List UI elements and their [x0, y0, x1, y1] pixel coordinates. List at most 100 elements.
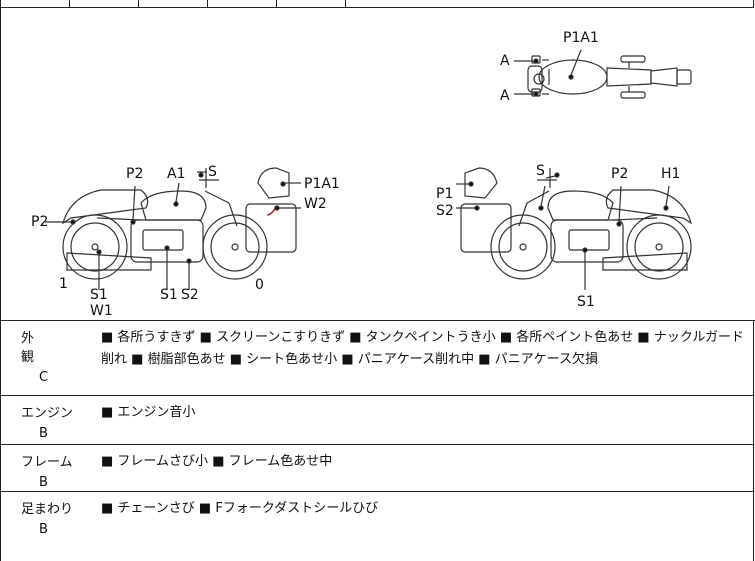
damage-marker	[663, 205, 669, 211]
damage-marker	[554, 172, 560, 178]
table-row-exterior: 外 観 C ■ 各所うすきず ■ スクリーンこすりきず ■ タンクペイントうき小…	[0, 321, 754, 396]
bullet-marker: ■	[212, 454, 229, 469]
label-h1: H1	[661, 166, 680, 182]
label-p1a1-left: P1A1	[304, 176, 340, 192]
label-s1-mid: S1	[160, 287, 178, 303]
table-cell	[753, 0, 754, 7]
label-s-top-right: S	[536, 163, 545, 179]
damage-marker	[468, 181, 474, 187]
category-grade: C	[39, 370, 49, 385]
condition-item: パニアケース削れ中	[357, 352, 475, 367]
condition-notes: ■ エンジン音小	[101, 402, 751, 424]
label-s1-left: S1	[90, 287, 108, 303]
category-grade: B	[39, 475, 48, 490]
category-name: エンジン	[21, 406, 74, 421]
damage-marker	[70, 219, 76, 225]
bullet-marker: ■	[101, 501, 118, 516]
category-grade: B	[39, 522, 48, 537]
table-cell	[138, 0, 139, 7]
table-cell	[276, 0, 277, 7]
condition-notes: ■ チェーンさび ■ Fフォークダストシールひび	[101, 498, 751, 520]
category-grade: B	[39, 426, 48, 441]
label-p2-front: P2	[31, 214, 48, 230]
condition-item: タンクペイントうき小	[365, 330, 496, 345]
condition-item: 各所ペイント色あせ	[516, 330, 634, 345]
bullet-marker: ■	[499, 330, 517, 345]
label-a-lower: A	[500, 88, 510, 104]
damage-marker	[164, 245, 170, 251]
label-s-top-left: S	[208, 164, 217, 180]
condition-notes: ■ フレームさび小 ■ フレーム色あせ中	[101, 451, 751, 473]
label-w2: W2	[304, 196, 327, 212]
condition-item: スクリーンこすりきず	[216, 330, 346, 345]
table-cell	[207, 0, 208, 7]
damage-marker	[616, 221, 622, 227]
label-s2-right: S2	[436, 203, 454, 219]
bullet-marker: ■	[101, 330, 118, 345]
top-table-row-fragment	[0, 0, 754, 8]
condition-table: 外 観 C ■ 各所うすきず ■ スクリーンこすりきず ■ タンクペイントうき小…	[0, 321, 754, 561]
label-w1: W1	[90, 303, 113, 319]
motorcycle-top-view	[527, 55, 692, 99]
damage-marker	[274, 205, 280, 211]
damage-marker	[582, 247, 588, 253]
table-cell	[345, 0, 346, 7]
condition-notes: ■ 各所うすきず ■ スクリーンこすりきず ■ タンクペイントうき小 ■ 各所ペ…	[101, 327, 751, 371]
table-row-engine: エンジン B ■ エンジン音小	[0, 396, 754, 445]
condition-item: エンジン音小	[117, 405, 196, 420]
bullet-marker: ■	[637, 330, 654, 345]
table-row-frame: フレーム B ■ フレームさび小 ■ フレーム色あせ中	[0, 445, 754, 492]
label-num-0: 0	[255, 277, 264, 293]
category-name: フレーム	[21, 455, 73, 470]
category-cell: フレーム B	[21, 451, 81, 490]
damage-marker	[96, 249, 102, 255]
label-a1: A1	[167, 166, 185, 182]
label-p2-right: P2	[611, 166, 628, 182]
condition-item: フレームさび小	[117, 454, 209, 469]
damage-marker	[280, 181, 286, 187]
bullet-marker: ■	[229, 352, 247, 367]
condition-item: シート色あせ小	[246, 352, 338, 367]
condition-item: 樹脂部色あせ	[147, 352, 226, 367]
bullet-marker: ■	[341, 352, 358, 367]
category-name: 外 観	[21, 331, 88, 365]
damage-marker	[533, 91, 539, 97]
category-cell: 外 観 C	[21, 327, 81, 385]
motorcycle-left-side-view	[61, 167, 297, 280]
damage-marker	[173, 201, 179, 207]
damage-marker	[198, 172, 204, 178]
table-cell	[69, 0, 70, 7]
category-name: 足まわり	[21, 502, 74, 517]
condition-item: 各所うすきず	[117, 330, 196, 345]
damage-marker	[533, 58, 539, 64]
bullet-marker: ■	[478, 352, 495, 367]
condition-item: ナックルガード削れ	[101, 330, 745, 367]
damage-marker	[130, 219, 136, 225]
table-row-suspension: 足まわり B ■ チェーンさび ■ Fフォークダストシールひび	[0, 492, 754, 561]
category-cell: 足まわり B	[21, 498, 81, 537]
label-s2-left: S2	[181, 287, 199, 303]
label-s1-right: S1	[577, 294, 595, 310]
damage-diagram: A A P1A1	[0, 8, 755, 321]
table-cell	[0, 0, 1, 7]
bullet-marker: ■	[101, 454, 118, 469]
motorcycle-right-side-view	[460, 167, 693, 280]
label-p1-right: P1	[436, 186, 453, 202]
condition-item: チェーンさび	[117, 501, 195, 516]
bullet-marker: ■	[198, 501, 216, 516]
damage-marker	[538, 205, 544, 211]
damage-marker	[186, 258, 192, 264]
damage-marker	[474, 205, 480, 211]
bullet-marker: ■	[199, 330, 216, 345]
bullet-marker: ■	[101, 405, 118, 420]
bullet-marker: ■	[131, 352, 148, 367]
condition-item: パニアケース欠損	[494, 352, 599, 367]
label-num-1: 1	[59, 276, 68, 292]
label-a-upper: A	[500, 53, 510, 69]
label-p2-rear: P2	[126, 166, 143, 182]
category-cell: エンジン B	[21, 402, 81, 441]
damage-marker	[568, 74, 574, 80]
label-p1a1-top: P1A1	[563, 30, 599, 46]
bullet-marker: ■	[349, 330, 366, 345]
